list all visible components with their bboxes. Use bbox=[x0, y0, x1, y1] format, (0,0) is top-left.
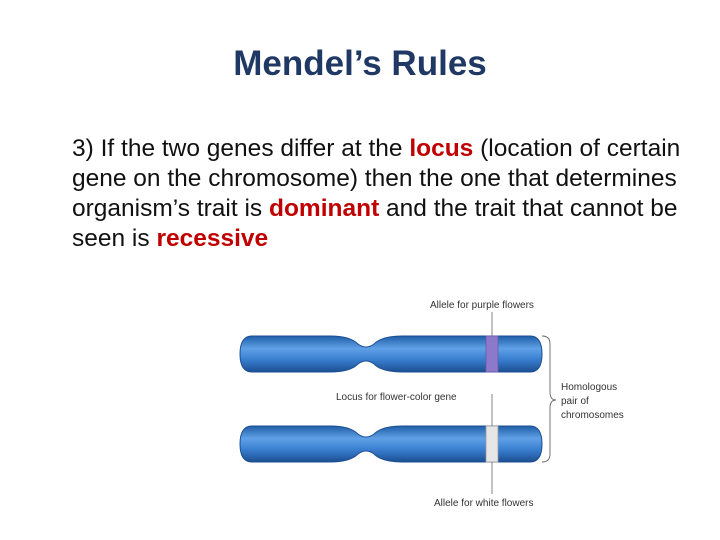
label-homologous-line-2: pair of bbox=[561, 396, 589, 407]
chromosome-top bbox=[239, 335, 543, 373]
label-allele-white: Allele for white flowers bbox=[434, 498, 534, 509]
slide-title: Mendel’s Rules bbox=[233, 44, 487, 83]
chromosome-bottom bbox=[239, 425, 543, 463]
label-locus: Locus for flower-color gene bbox=[336, 392, 457, 403]
homologous-bracket bbox=[541, 335, 557, 463]
rule-text-part-3: and the trait that cannot be seen is bbox=[72, 195, 678, 252]
allele-purple-band bbox=[485, 335, 499, 373]
term-dominant: dominant bbox=[268, 195, 380, 222]
allele-white-band bbox=[485, 425, 499, 463]
rule-text-part-1: 3) If the two genes differ at the bbox=[72, 135, 410, 162]
label-homologous-line-1: Homologous bbox=[561, 382, 618, 393]
chromosome-diagram: Allele for purple flowers Locus for flow… bbox=[230, 296, 670, 516]
chromosome-svg bbox=[239, 312, 557, 494]
rule-text-part-2: (location of certain gene on the chromos… bbox=[72, 135, 681, 222]
term-locus: locus bbox=[409, 135, 474, 162]
rule-paragraph: 3) If the two genes differ at the locus … bbox=[72, 134, 692, 254]
label-homologous-line-3: chromosomes bbox=[561, 410, 624, 421]
label-allele-purple: Allele for purple flowers bbox=[430, 300, 534, 311]
term-recessive: recessive bbox=[156, 225, 269, 252]
